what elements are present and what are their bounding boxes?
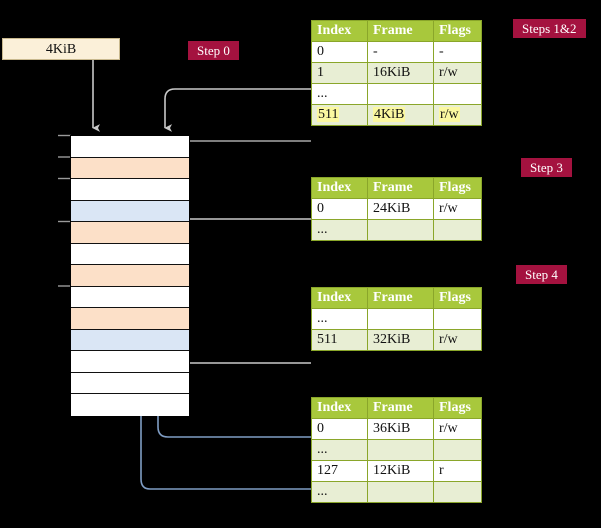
column-header-frame: Frame (367, 397, 434, 419)
table-cell (433, 439, 482, 461)
memory-frame-row (71, 329, 189, 351)
table-cell: r (433, 460, 482, 482)
table-cell (433, 308, 482, 330)
table-cell: r/w (433, 329, 482, 351)
column-header-index: Index (311, 287, 368, 309)
table-cell: ... (311, 83, 368, 105)
table-cell: 127 (311, 460, 368, 482)
column-header-index: Index (311, 177, 368, 199)
table-cell (367, 439, 434, 461)
memory-frame-row (71, 243, 189, 265)
table-cell (367, 481, 434, 503)
table-cell: r/w (433, 198, 482, 220)
column-header-index: Index (311, 20, 368, 42)
memory-frame-row (71, 200, 189, 222)
table-cell: 12KiB (367, 460, 434, 482)
memory-frame-row (71, 265, 189, 287)
table-row: 511 4KiB r/w (311, 104, 482, 126)
column-header-flags: Flags (433, 20, 482, 42)
table-row: ... (311, 308, 482, 330)
column-header-index: Index (311, 397, 368, 419)
table-cell (367, 83, 434, 105)
column-header-frame: Frame (367, 20, 434, 42)
memory-frame-row (71, 351, 189, 373)
table-cell: - (367, 41, 434, 63)
physical-memory-column (70, 135, 190, 416)
table-cell: 0 (311, 418, 368, 440)
column-header-flags: Flags (433, 397, 482, 419)
column-header-frame: Frame (367, 287, 434, 309)
table-row: ... (311, 219, 482, 241)
memory-frame-row (71, 286, 189, 308)
column-header-frame: Frame (367, 177, 434, 199)
table-cell: 4KiB (367, 104, 434, 126)
source-frame-label: 4KiB (45, 42, 77, 57)
table-cell: 0 (311, 198, 368, 220)
table-cell (433, 219, 482, 241)
table-cell: 32KiB (367, 329, 434, 351)
highlighted-value: 511 (317, 106, 340, 122)
wire-t2r0-to-mem (174, 218, 311, 262)
table-cell: r/w (433, 62, 482, 84)
table-cell (367, 219, 434, 241)
table-cell (433, 83, 482, 105)
table-cell: 511 (311, 104, 368, 126)
table-row: ... (311, 83, 482, 105)
source-frame-box: 4KiB (2, 38, 120, 60)
table-row: 0-- (311, 41, 482, 63)
badge-step-3: Step 3 (521, 158, 572, 177)
table-cell: 24KiB (367, 198, 434, 220)
table-cell: ... (311, 219, 368, 241)
table-row: ... (311, 439, 482, 461)
table-cell: 16KiB (367, 62, 434, 84)
badge-step-4: Step 4 (516, 265, 567, 284)
column-header-flags: Flags (433, 287, 482, 309)
wire-t1r1-to-mem (164, 88, 311, 132)
highlighted-value: r/w (439, 106, 460, 122)
memory-frame-row (71, 222, 189, 244)
table-cell: ... (311, 481, 368, 503)
highlighted-value: 4KiB (373, 106, 406, 122)
memory-frame-row (71, 308, 189, 330)
table-cell: ... (311, 308, 368, 330)
table-cell (367, 308, 434, 330)
table-row: ... (311, 481, 482, 503)
table-cell: 511 (311, 329, 368, 351)
badge-steps-1-2: Steps 1&2 (513, 19, 586, 38)
memory-frame-row (71, 394, 189, 416)
memory-frame-row (71, 157, 189, 179)
memory-frame-row (71, 372, 189, 394)
memory-frame-row (71, 136, 189, 158)
table-cell: r/w (433, 418, 482, 440)
memory-frame-row (71, 179, 189, 201)
table-cell: 36KiB (367, 418, 434, 440)
table-cell: 0 (311, 41, 368, 63)
column-header-flags: Flags (433, 177, 482, 199)
table-cell: 1 (311, 62, 368, 84)
badge-step-0: Step 0 (188, 41, 239, 60)
wire-t1r511-out (174, 140, 311, 152)
table-cell: ... (311, 439, 368, 461)
table-cell (433, 481, 482, 503)
table-cell: - (433, 41, 482, 63)
table-cell: r/w (433, 104, 482, 126)
